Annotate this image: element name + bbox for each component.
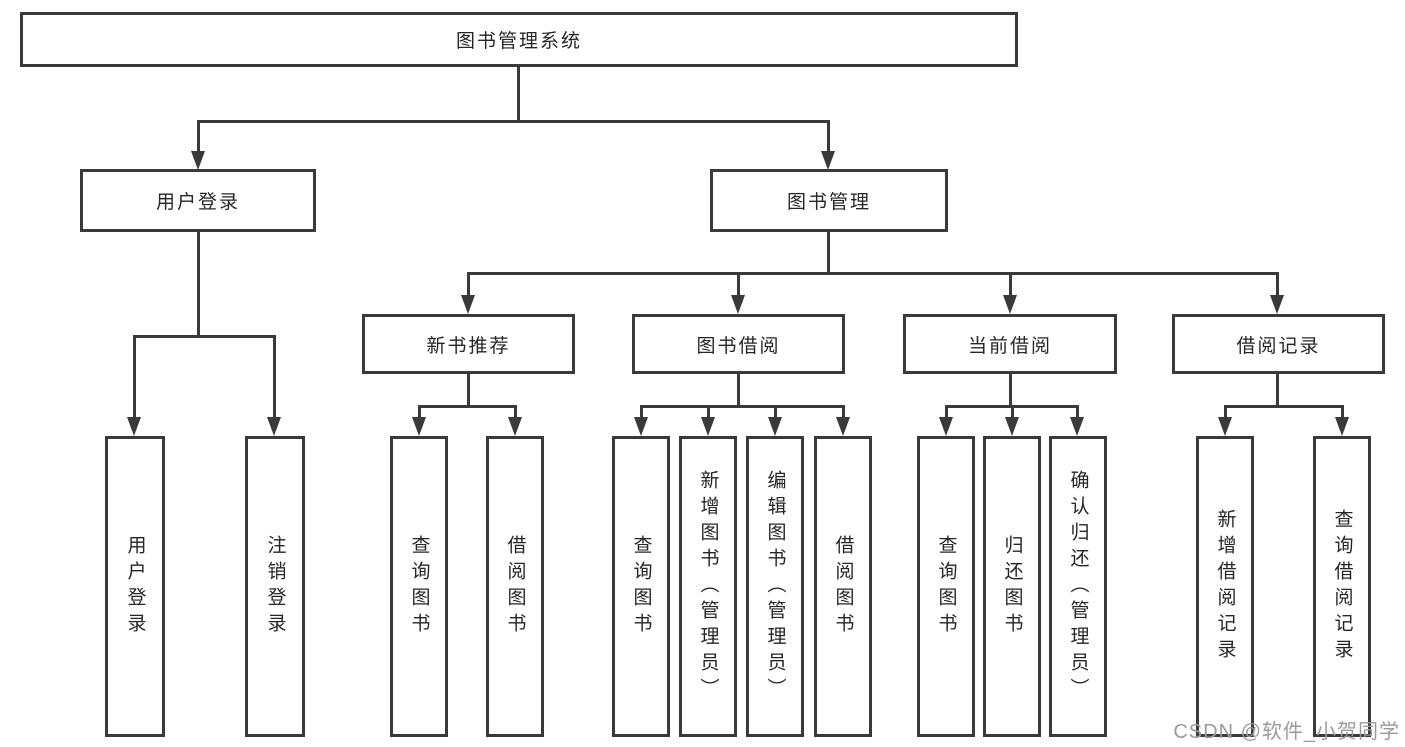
leaf-label: 注销登录: [264, 534, 286, 639]
arrowhead-down-icon: [1070, 417, 1084, 436]
leaf-query-books-borrow: 查询图书: [612, 436, 670, 737]
connector-line: [1076, 405, 1079, 417]
connector-line: [133, 335, 136, 417]
arrowhead-down-icon: [412, 417, 426, 436]
leaf-label: 查询图书: [630, 534, 652, 639]
leaf-query-borrow-record: 查询借阅记录: [1313, 436, 1371, 737]
connector-line: [133, 335, 275, 338]
connector-line: [707, 405, 710, 417]
arrowhead-down-icon: [731, 295, 745, 314]
node-user-login: 用户登录: [80, 169, 316, 232]
leaf-label: 新增借阅记录: [1214, 508, 1236, 665]
leaf-label: 借阅图书: [504, 534, 526, 639]
connector-line: [418, 405, 421, 417]
connector-line: [774, 405, 777, 417]
arrowhead-down-icon: [127, 417, 141, 436]
node-label: 图书管理系统: [455, 31, 582, 52]
leaf-borrow-books: 借阅图书: [814, 436, 872, 737]
connector-line: [197, 120, 830, 123]
arrowhead-down-icon: [1270, 295, 1284, 314]
leaf-label: 新增图书（管理员）: [697, 469, 719, 704]
connector-line: [467, 272, 470, 295]
connector-line: [1341, 405, 1344, 417]
connector-line: [640, 405, 643, 417]
connector-line: [827, 120, 830, 151]
leaf-return-book: 归还图书: [983, 436, 1041, 737]
node-book-borrow: 图书借阅: [632, 314, 845, 374]
node-book-management: 图书管理: [710, 169, 948, 232]
leaf-edit-book-admin: 编辑图书（管理员）: [746, 436, 804, 737]
arrowhead-down-icon: [634, 417, 648, 436]
connector-line: [517, 67, 520, 123]
node-label: 借阅记录: [1236, 335, 1321, 357]
node-label: 新书推荐: [426, 335, 511, 357]
arrowhead-down-icon: [508, 417, 522, 436]
connector-line: [737, 374, 740, 408]
connector-line: [467, 374, 470, 408]
connector-line: [1224, 405, 1227, 417]
node-label: 用户登录: [155, 192, 240, 213]
leaf-label: 编辑图书（管理员）: [764, 469, 786, 704]
leaf-confirm-return-admin: 确认归还（管理员）: [1049, 436, 1107, 737]
leaf-label: 查询图书: [935, 534, 957, 639]
leaf-query-books-recommend: 查询图书: [390, 436, 448, 737]
connector-line: [418, 405, 517, 408]
leaf-label: 用户登录: [124, 534, 146, 639]
arrowhead-down-icon: [267, 417, 281, 436]
csdn-watermark: CSDN @软件_小贺同学: [1173, 721, 1400, 743]
arrowhead-down-icon: [1218, 417, 1232, 436]
leaf-label: 确认归还（管理员）: [1067, 469, 1089, 704]
leaf-label: 归还图书: [1001, 534, 1023, 639]
node-label: 图书管理: [786, 192, 871, 213]
connector-line: [827, 232, 830, 275]
node-new-book-recommend: 新书推荐: [362, 314, 575, 374]
connector-line: [467, 272, 1279, 275]
arrowhead-down-icon: [768, 417, 782, 436]
arrowhead-down-icon: [939, 417, 953, 436]
leaf-label: 借阅图书: [832, 534, 854, 639]
connector-line: [197, 120, 200, 151]
arrowhead-down-icon: [1003, 295, 1017, 314]
arrowhead-down-icon: [1005, 417, 1019, 436]
connector-line: [1009, 374, 1012, 408]
connector-line: [273, 335, 276, 417]
connector-line: [1276, 272, 1279, 295]
connector-line: [640, 405, 844, 408]
arrowhead-down-icon: [836, 417, 850, 436]
arrowhead-down-icon: [1335, 417, 1349, 436]
leaf-add-borrow-record: 新增借阅记录: [1196, 436, 1254, 737]
connector-line: [1011, 405, 1014, 417]
connector-line: [1224, 405, 1343, 408]
leaf-user-login: 用户登录: [105, 436, 165, 737]
connector-line: [1276, 374, 1279, 408]
leaf-add-book-admin: 新增图书（管理员）: [679, 436, 737, 737]
connector-line: [197, 232, 200, 338]
node-label: 图书借阅: [696, 335, 781, 357]
connector-line: [737, 272, 740, 295]
connector-line: [1009, 272, 1012, 295]
connector-line: [514, 405, 517, 417]
arrowhead-down-icon: [701, 417, 715, 436]
leaf-query-books-current: 查询图书: [917, 436, 975, 737]
connector-line: [945, 405, 948, 417]
leaf-borrow-books-recommend: 借阅图书: [486, 436, 544, 737]
leaf-label: 查询图书: [408, 534, 430, 639]
node-label: 当前借阅: [967, 335, 1052, 357]
arrowhead-down-icon: [191, 151, 205, 170]
node-borrow-records: 借阅记录: [1172, 314, 1385, 374]
node-current-borrow: 当前借阅: [903, 314, 1117, 374]
arrowhead-down-icon: [461, 295, 475, 314]
leaf-logout: 注销登录: [245, 436, 305, 737]
node-library-system: 图书管理系统: [20, 12, 1018, 67]
arrowhead-down-icon: [821, 151, 835, 170]
leaf-label: 查询借阅记录: [1331, 508, 1353, 665]
connector-line: [842, 405, 845, 417]
